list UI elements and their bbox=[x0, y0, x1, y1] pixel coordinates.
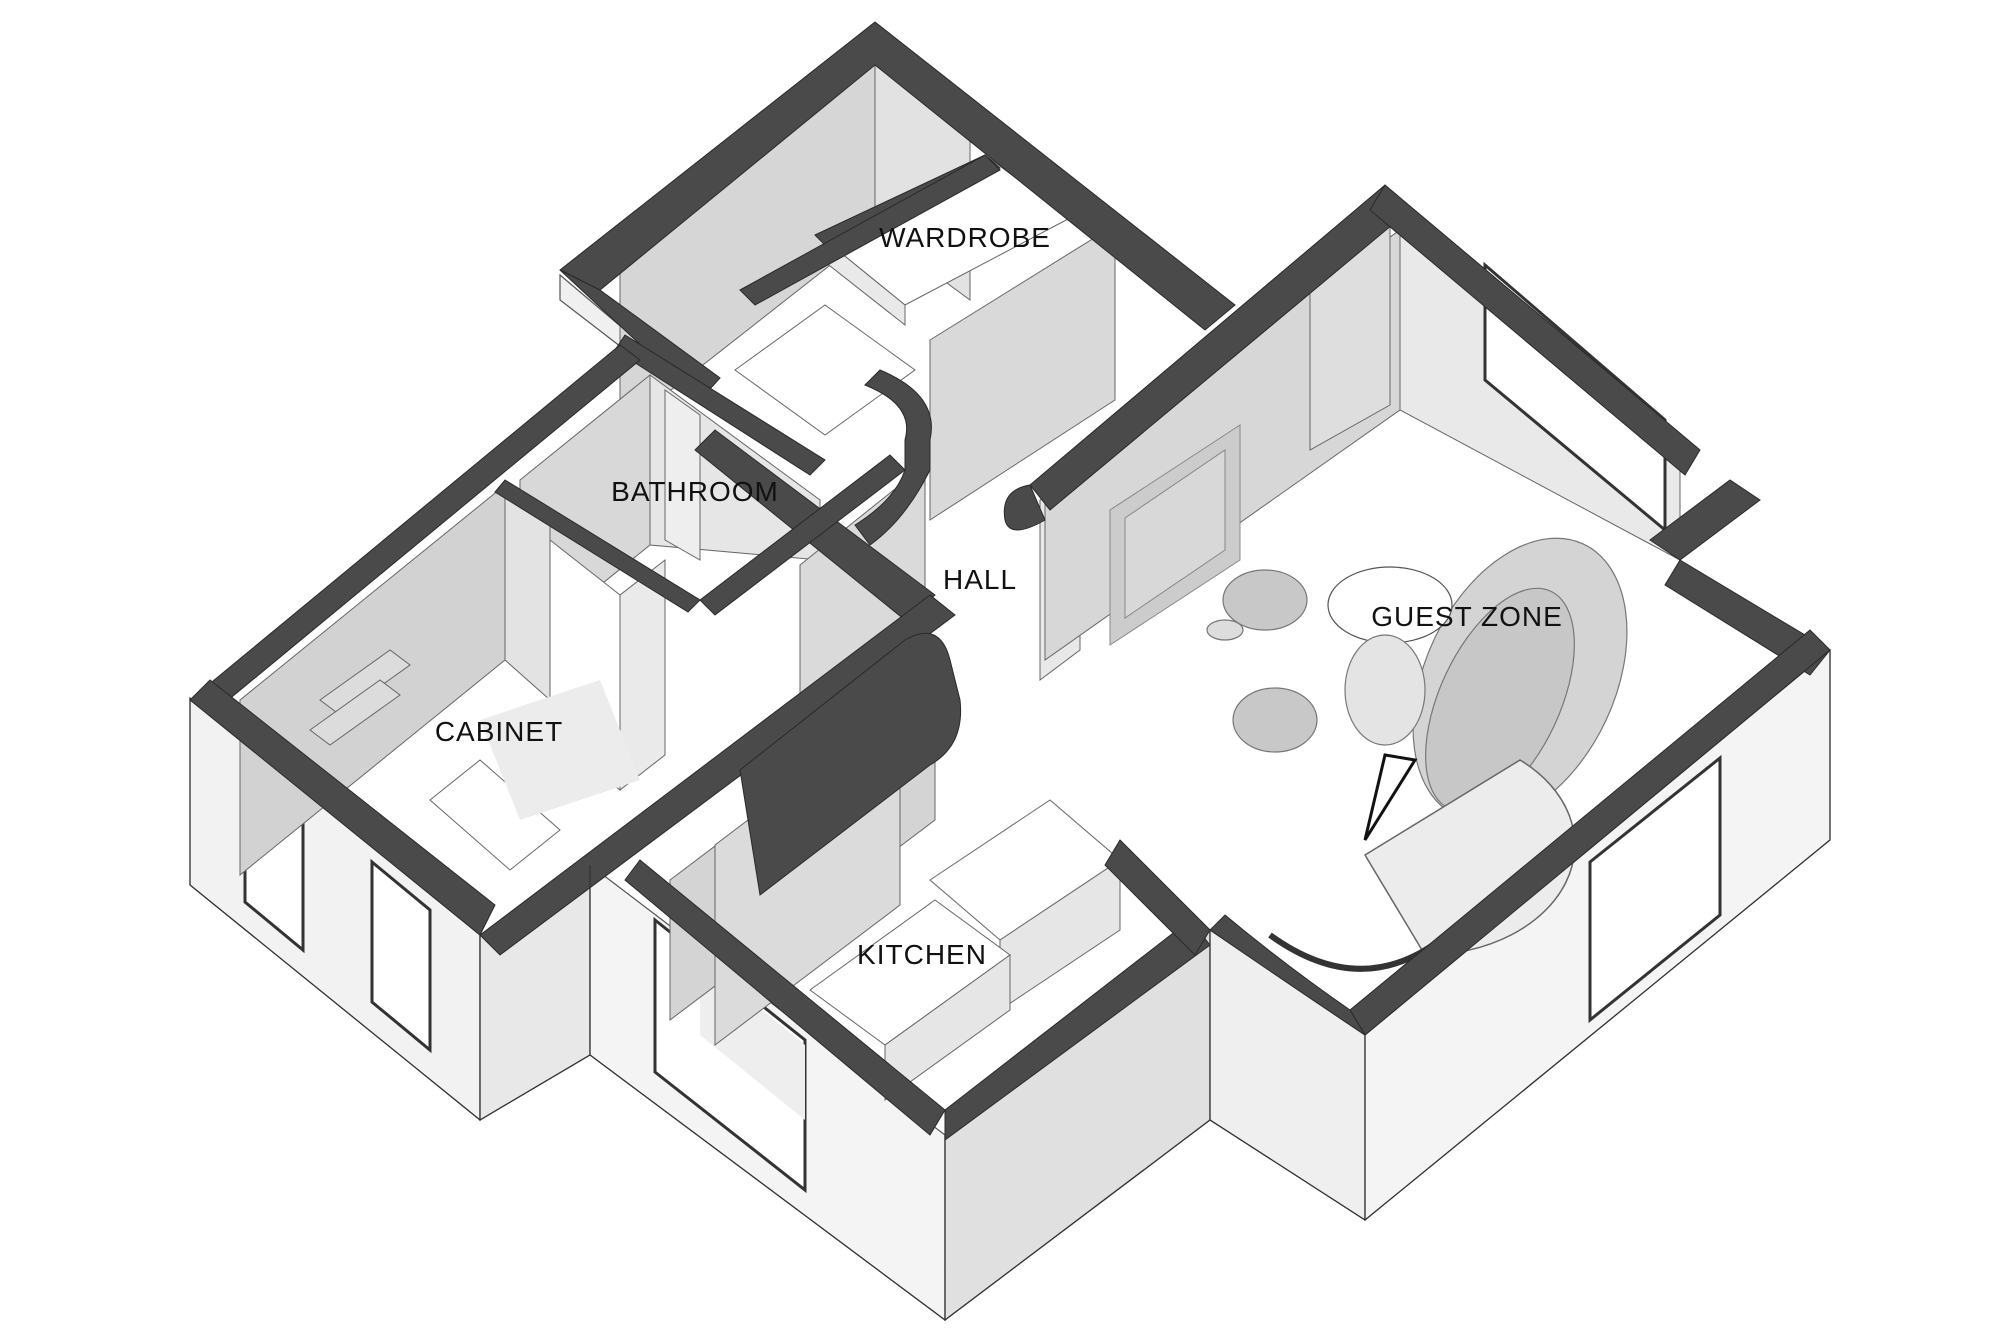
wall-wardrobe-divider bbox=[739, 154, 1001, 306]
wall-guest-notch bbox=[1649, 479, 1761, 561]
furniture bbox=[1206, 537, 1628, 972]
stair-pointer bbox=[1363, 753, 1418, 841]
room-label-wardrobe: WARDROBE bbox=[879, 222, 1051, 253]
wall-bathroom-north bbox=[614, 334, 826, 476]
room-label-cabinet: CABINET bbox=[434, 716, 564, 747]
wall-stair-curve bbox=[1209, 914, 1366, 1036]
outline-linework bbox=[189, 650, 1831, 1321]
wall-hall-partition bbox=[739, 632, 962, 896]
room-label-hall: HALL bbox=[942, 564, 1018, 595]
wall-bathroom-divider bbox=[494, 479, 701, 613]
cabinet-window-2 bbox=[370, 858, 432, 1054]
walls bbox=[189, 21, 1831, 1141]
wall-hall-diagonal bbox=[699, 454, 906, 616]
wall-cabinet-east bbox=[479, 594, 956, 956]
armchair-2 bbox=[1232, 687, 1318, 753]
guest-tv-inner bbox=[1124, 449, 1226, 619]
cabinet-floor-shadow bbox=[480, 680, 640, 820]
wall-cabinet-west bbox=[189, 679, 496, 936]
bathroom-shower-glass bbox=[664, 389, 701, 561]
spiral-staircase bbox=[1363, 759, 1576, 956]
guest-window bbox=[1588, 754, 1722, 1024]
wall-guest-se bbox=[1664, 559, 1831, 676]
wall-bathroom-corner bbox=[854, 369, 932, 546]
wall-guest-end bbox=[1003, 484, 1046, 531]
wall-guest-east bbox=[1369, 184, 1701, 476]
armchair-1 bbox=[1222, 569, 1308, 631]
room-label-bathroom: BATHROOM bbox=[611, 476, 779, 507]
room-label-kitchen: KITCHEN bbox=[857, 939, 987, 970]
side-table bbox=[1206, 619, 1244, 641]
cabinet-desk-top bbox=[429, 759, 561, 871]
wall-guest-southwest bbox=[1104, 839, 1211, 956]
cabinet-shelf bbox=[319, 649, 411, 716]
cabinet-shelf-2 bbox=[309, 679, 401, 746]
wardrobe-block-top bbox=[734, 304, 916, 436]
room-label-guest-zone: GUEST ZONE bbox=[1371, 601, 1563, 632]
wall-kitchen-west bbox=[624, 859, 946, 1136]
rug bbox=[1344, 634, 1426, 746]
